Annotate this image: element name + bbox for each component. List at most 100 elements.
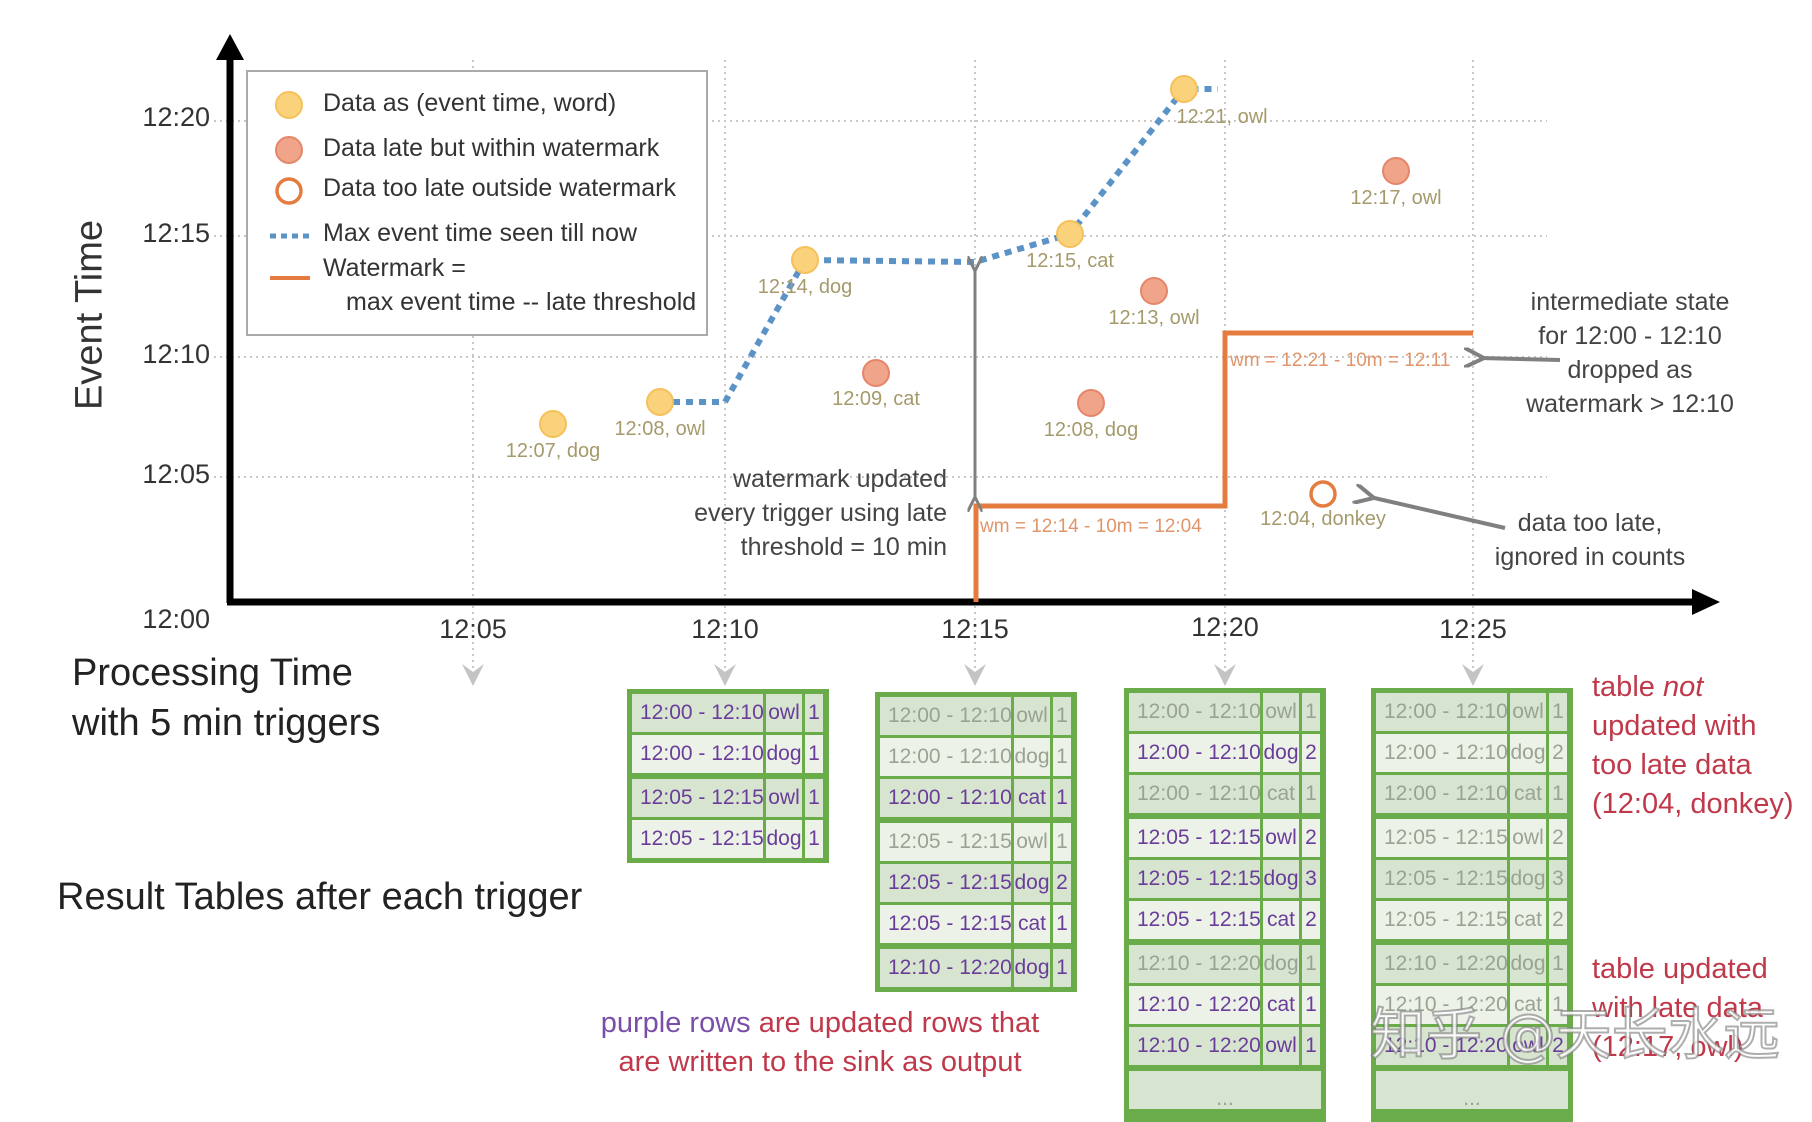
point-late-within [862, 359, 890, 387]
legend-watermark-line1: Watermark = [323, 254, 466, 282]
note-watermark-updated: watermark updated every trigger using la… [694, 465, 947, 561]
x-axis-title-line2: with 5 min triggers [72, 702, 381, 744]
count-cell: 1 [1053, 779, 1071, 817]
word-cell: dog [1510, 860, 1546, 898]
word-cell: dog [1263, 860, 1299, 898]
word-cell: cat [1510, 986, 1546, 1024]
window-cell: 12:05 - 12:15 [880, 864, 1011, 902]
point-on-time [791, 246, 819, 274]
table-more-row: ... [1376, 1071, 1568, 1117]
word-cell: cat [1014, 779, 1050, 817]
count-cell: 1 [805, 820, 823, 858]
count-cell: 1 [1549, 775, 1567, 813]
x-tick-1220: 12:20 [1191, 612, 1259, 642]
count-cell: 1 [1302, 1027, 1320, 1065]
count-cell: 2 [1549, 1027, 1567, 1065]
count-cell: 1 [1302, 986, 1320, 1024]
window-cell: 12:05 - 12:15 [632, 820, 763, 858]
word-cell: owl [1510, 1027, 1546, 1065]
window-cell: 12:00 - 12:10 [880, 697, 1011, 735]
max-event-time-line [660, 86, 1218, 405]
note-purple-rows: purple rows are updated rows that are wr… [600, 1007, 1040, 1078]
window-cell: 12:05 - 12:15 [880, 905, 1011, 943]
window-cell: 12:00 - 12:10 [880, 779, 1011, 817]
count-cell: 1 [805, 735, 823, 773]
word-cell: owl [1510, 693, 1546, 731]
x-axis-title: Processing Time with 5 min triggers [72, 648, 380, 748]
note-too-late: data too late, ignored in counts [1494, 509, 1686, 571]
x-axis-title-line1: Processing Time [72, 652, 353, 694]
window-cell: 12:00 - 12:10 [1376, 775, 1507, 813]
x-tick-1210: 12:10 [691, 614, 759, 644]
solid-line-icon [270, 276, 310, 280]
point-label: 12:13, owl [1108, 307, 1200, 329]
watermark-line [973, 330, 1473, 602]
y-tick-1215: 12:15 [142, 218, 210, 248]
window-cell: 12:05 - 12:15 [1376, 819, 1507, 857]
point-late-within [1382, 157, 1410, 185]
count-cell: 2 [1302, 734, 1320, 772]
watermark-label-second: wm = 12:21 - 10m = 12:11 [1230, 350, 1451, 371]
window-cell: 12:05 - 12:15 [632, 779, 763, 817]
word-cell: owl [1014, 697, 1050, 735]
count-cell: 1 [805, 694, 823, 732]
count-cell: 1 [1302, 775, 1320, 813]
window-cell: 12:00 - 12:10 [632, 694, 763, 732]
word-cell: owl [1263, 819, 1299, 857]
window-cell: 12:05 - 12:15 [880, 823, 1011, 861]
point-label: 12:14, dog [757, 276, 853, 298]
point-label: 12:04, donkey [1260, 508, 1386, 530]
word-cell: dog [1510, 734, 1546, 772]
y-tick-1205: 12:05 [142, 459, 210, 489]
x-tick-1225: 12:25 [1439, 614, 1507, 644]
point-too-late [1309, 480, 1337, 508]
window-cell: 12:00 - 12:10 [632, 735, 763, 773]
window-cell: 12:00 - 12:10 [1129, 734, 1260, 772]
count-cell: 1 [1053, 949, 1071, 987]
point-on-time [1056, 220, 1084, 248]
count-cell: 1 [1053, 823, 1071, 861]
window-cell: 12:10 - 12:20 [880, 949, 1011, 987]
word-cell: dog [766, 735, 802, 773]
count-cell: 2 [1302, 819, 1320, 857]
trigger-arrowheads [462, 664, 1484, 686]
word-cell: dog [1014, 864, 1050, 902]
note-table-updated: table updated with late data (12:17, owl… [1592, 953, 1768, 1063]
word-cell: cat [1263, 986, 1299, 1024]
count-cell: 3 [1549, 860, 1567, 898]
point-label: 12:09, cat [832, 388, 920, 410]
count-cell: 3 [1302, 860, 1320, 898]
word-cell: cat [1510, 775, 1546, 813]
window-cell: 12:05 - 12:15 [1129, 860, 1260, 898]
legend-too-late: Data too late outside watermark [323, 174, 676, 202]
word-cell: dog [1510, 945, 1546, 983]
point-on-time [539, 410, 567, 438]
table-more-row: ... [1129, 1071, 1321, 1117]
window-cell: 12:05 - 12:15 [1376, 860, 1507, 898]
y-tick-1210: 12:10 [142, 339, 210, 369]
count-cell: 2 [1549, 901, 1567, 939]
word-cell: owl [1014, 823, 1050, 861]
